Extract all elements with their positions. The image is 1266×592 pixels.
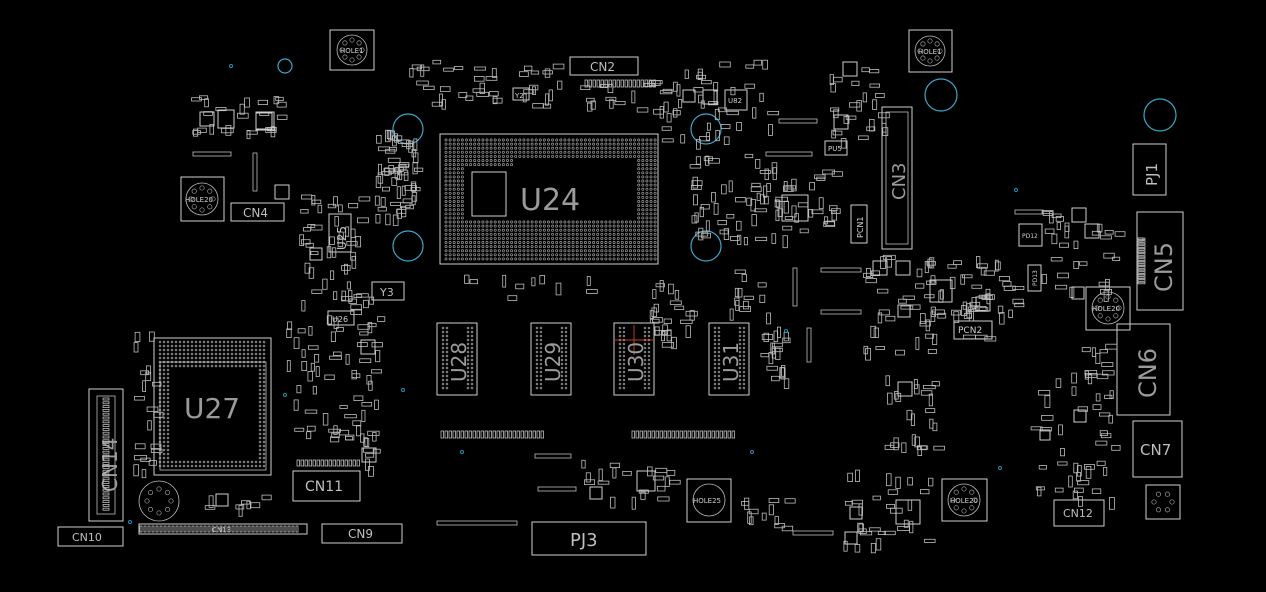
hole-far-right [1145, 484, 1181, 520]
u30-chip: U30 [613, 322, 655, 396]
cn9-connector: CN9 [321, 523, 403, 544]
y2-crystal: Y2 [512, 87, 530, 101]
hole-left-label: HOLE20 [185, 196, 213, 204]
hole-bottom-center: HOLE25 [686, 478, 732, 523]
cn9-label: CN9 [348, 527, 373, 541]
y2-label: Y2 [514, 92, 524, 100]
hole-left: HOLE20 [180, 176, 225, 222]
via-rings [277, 58, 1177, 262]
cn5-connector: CN5 [1136, 211, 1184, 311]
hole-top-left-label: HOLE1 [340, 47, 364, 55]
pd12-part: PD12 [1018, 223, 1043, 247]
hole-top-right: HOLE1 [908, 29, 953, 73]
u26-label: U26 [332, 315, 348, 324]
pad-strips [102, 79, 1146, 536]
cn11-label: CN11 [305, 479, 343, 495]
pcn1-label: PCN1 [856, 217, 865, 238]
pj3-label: PJ3 [570, 530, 598, 551]
cn13-connector: CN13 [138, 523, 308, 535]
hole-right: HOLE20 [1085, 286, 1131, 331]
hole-top-left: HOLE1 [329, 29, 375, 71]
u24-label: U24 [520, 183, 580, 218]
cn4-connector: CN4 [230, 202, 285, 222]
cn12-label: CN12 [1063, 507, 1093, 520]
pcn2-connector: PCN2 [953, 320, 993, 340]
pd13-part: PD13 [1027, 264, 1042, 292]
u29-chip: U29 [530, 322, 572, 396]
pj1-label: PJ1 [1143, 163, 1161, 186]
pd12-label: PD12 [1022, 233, 1038, 240]
u27-label: U27 [184, 392, 240, 425]
u27-chip: U27 [153, 337, 272, 476]
cn6-connector: CN6 [1116, 323, 1171, 416]
u29-label: U29 [541, 342, 565, 382]
cn6-label: CN6 [1134, 348, 1162, 398]
cn14-connector: CN14 [88, 388, 124, 522]
hole-right-label: HOLE20 [1092, 305, 1120, 313]
y3-label: Y3 [379, 286, 394, 299]
u26-chip: U26 [327, 310, 355, 326]
pcn2-label: PCN2 [958, 326, 982, 336]
cn10-label: CN10 [72, 531, 102, 544]
cn14-label: CN14 [98, 438, 122, 492]
cn3-connector: CN3 [881, 106, 913, 250]
pu5-part: PU5 [824, 140, 848, 156]
cn2-label: CN2 [590, 60, 615, 74]
u82-label: U82 [728, 97, 742, 105]
cn2-connector: CN2 [569, 56, 639, 76]
hole-bottom-center-label: HOLE25 [693, 497, 721, 505]
cn12-connector: CN12 [1053, 499, 1105, 527]
cn11-connector: CN11 [292, 470, 361, 502]
cn13-label: CN13 [212, 526, 231, 534]
u24-chip: U24 [439, 133, 659, 265]
cn7-connector: CN7 [1132, 420, 1183, 478]
cn5-label: CN5 [1150, 242, 1178, 292]
passive-components [128, 59, 1126, 554]
hole-bottom-right-label: HOLE20 [950, 497, 978, 505]
u31-chip: U31 [708, 322, 750, 396]
hole-bottom-right: HOLE20 [941, 478, 988, 522]
cn10-connector: CN10 [57, 526, 124, 547]
u28-label: U28 [447, 342, 471, 382]
pu5-label: PU5 [828, 145, 842, 153]
pcn1-connector: PCN1 [850, 204, 868, 244]
pd13-label: PD13 [1032, 270, 1039, 286]
pj3-connector: PJ3 [531, 521, 647, 556]
u31-label: U31 [719, 342, 743, 382]
cn3-label: CN3 [889, 163, 910, 201]
cn4-label: CN4 [243, 206, 268, 220]
u82-chip: U82 [724, 89, 748, 111]
y3-crystal: Y3 [371, 281, 405, 301]
hole-lower-left [138, 480, 180, 522]
hole-top-right-label: HOLE1 [918, 48, 942, 56]
pj1-connector: PJ1 [1132, 143, 1167, 196]
u30-label: U30 [624, 342, 648, 382]
cn7-label: CN7 [1140, 441, 1171, 459]
u28-chip: U28 [436, 322, 478, 396]
